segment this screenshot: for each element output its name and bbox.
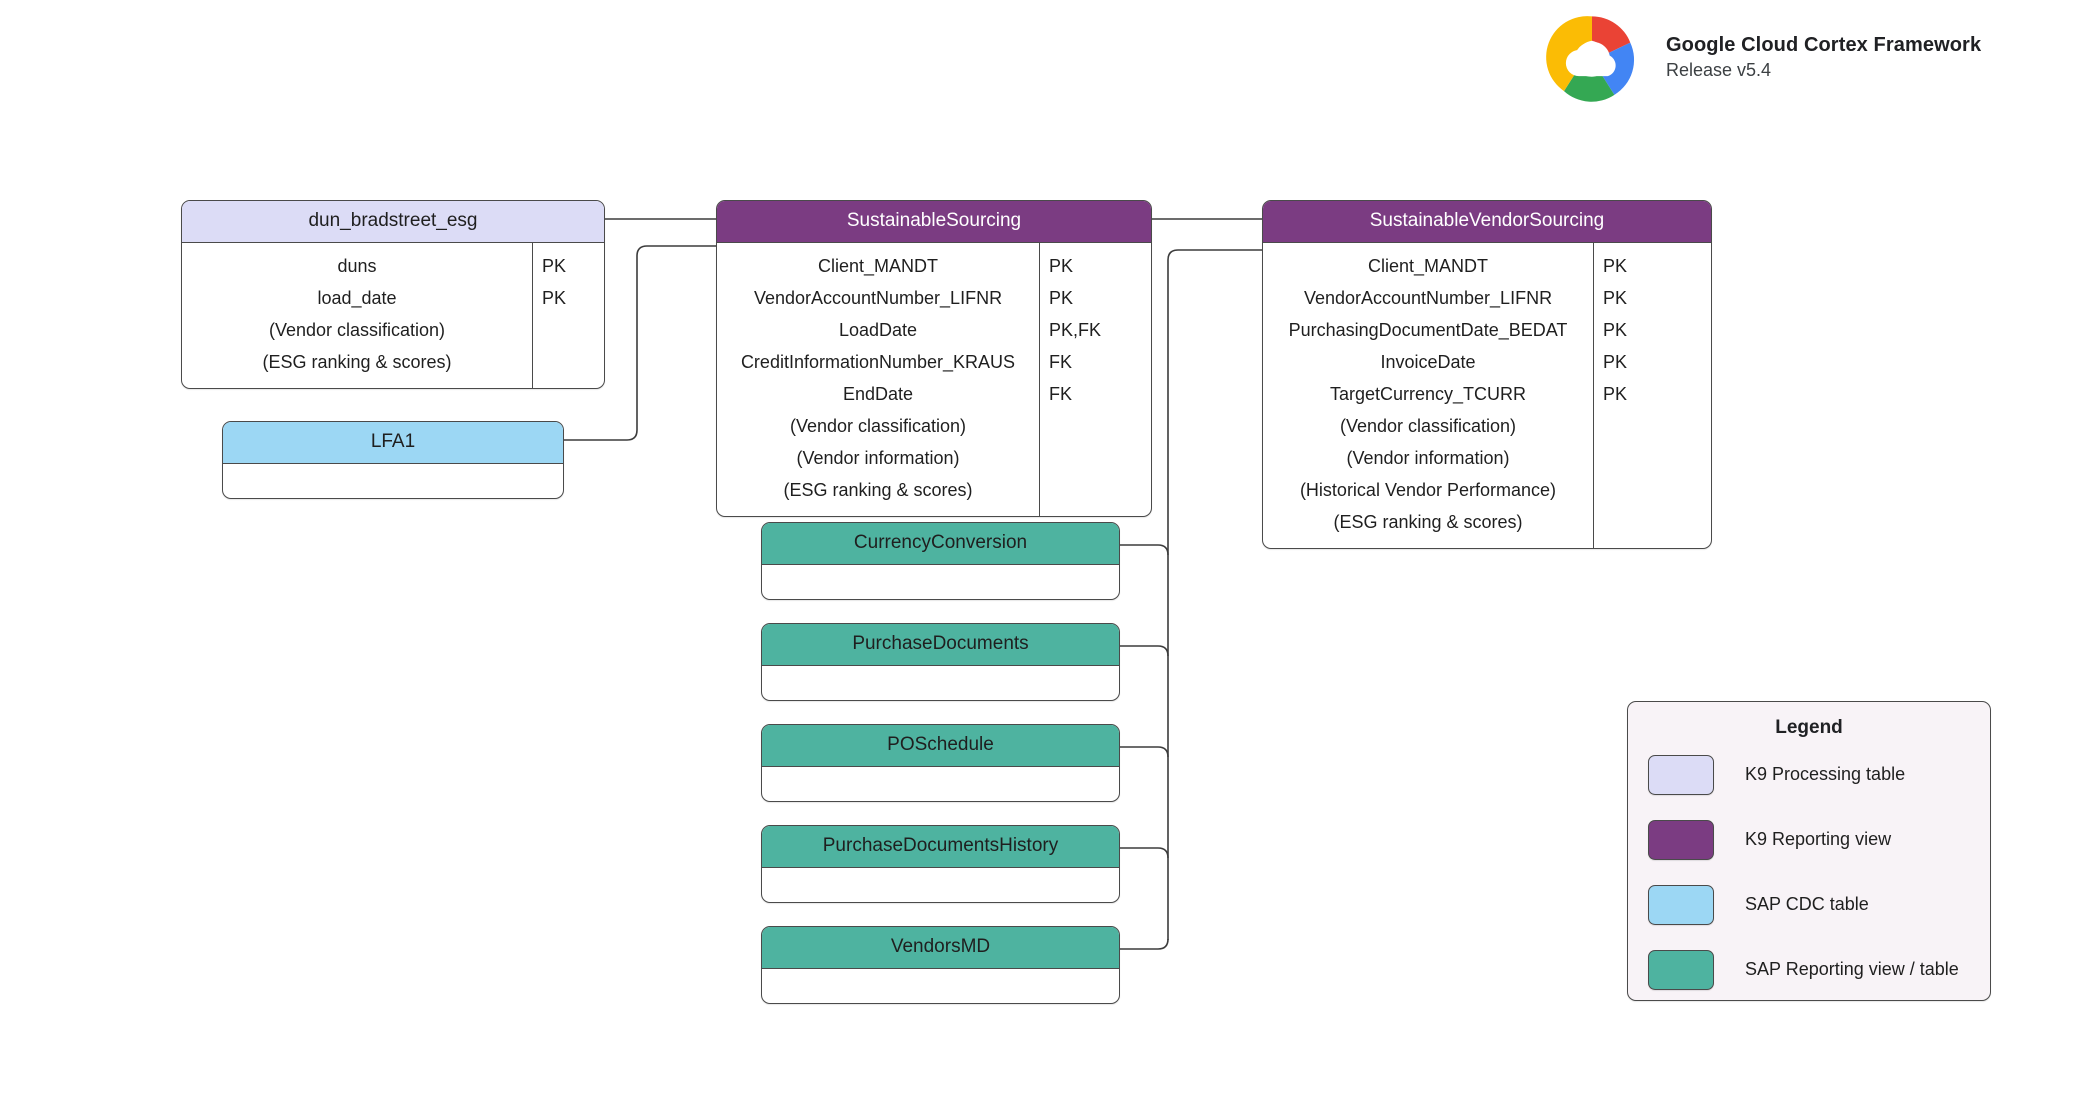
- legend-swatch: [1648, 819, 1714, 860]
- brand-header: Google Cloud Cortex Framework Release v5…: [1536, 10, 1981, 105]
- entity-title: VendorsMD: [762, 927, 1119, 969]
- field-key: PK: [1603, 320, 1628, 340]
- wire-purchasedocuments: [1120, 645, 1169, 657]
- field-name: (Historical Vendor Performance): [1299, 480, 1557, 500]
- field-name: (Vendor classification): [268, 320, 446, 340]
- legend-swatch: [1648, 884, 1714, 925]
- wire-poschedule: [1120, 746, 1169, 758]
- key-list: PK PK PK PK PK: [1593, 243, 1711, 548]
- field-name: TargetCurrency_TCURR: [1329, 384, 1527, 404]
- field-name: (Vendor information): [796, 448, 960, 468]
- entity-title: LFA1: [223, 422, 563, 464]
- field-name: (Vendor classification): [789, 416, 967, 436]
- field-name: LoadDate: [838, 320, 918, 340]
- field-key: PK: [1603, 256, 1628, 276]
- entity-empty-body: [762, 969, 1119, 1003]
- field-name: duns: [337, 256, 377, 276]
- entity-dun-bradstreet-esg[interactable]: dun_bradstreet_esg duns load_date (Vendo…: [181, 200, 605, 389]
- legend-panel: Legend K9 Processing table K9 Reporting …: [1627, 701, 1991, 1001]
- field-key: [1594, 410, 1711, 442]
- field-key: PK: [1049, 288, 1074, 308]
- entity-title: PurchaseDocuments: [762, 624, 1119, 666]
- field-key: PK: [542, 288, 567, 308]
- brand-title: Google Cloud Cortex Framework: [1666, 34, 1982, 57]
- field-key: [1594, 442, 1711, 474]
- field-key: [533, 314, 604, 346]
- entity-currency-conversion[interactable]: CurrencyConversion: [761, 522, 1120, 600]
- entity-lfa1[interactable]: LFA1: [222, 421, 564, 499]
- field-key: PK,FK: [1049, 320, 1102, 340]
- field-key: PK: [1603, 288, 1628, 308]
- field-key: [1040, 474, 1151, 506]
- entity-title: SustainableSourcing: [717, 201, 1151, 243]
- field-name: (ESG ranking & scores): [783, 480, 973, 500]
- field-name: (ESG ranking & scores): [1333, 512, 1523, 532]
- legend-label: K9 Reporting view: [1745, 829, 1892, 849]
- field-key: [1040, 442, 1151, 474]
- entity-empty-body: [223, 464, 563, 498]
- field-name: EndDate: [842, 384, 914, 404]
- entity-vendors-md[interactable]: VendorsMD: [761, 926, 1120, 1004]
- field-key: PK: [1603, 352, 1628, 372]
- entity-empty-body: [762, 868, 1119, 902]
- legend-swatch: [1648, 949, 1714, 990]
- entity-title: SustainableVendorSourcing: [1263, 201, 1711, 243]
- field-key: PK: [1603, 384, 1628, 404]
- entity-empty-body: [762, 767, 1119, 801]
- entity-empty-body: [762, 666, 1119, 700]
- entity-purchase-documents-history[interactable]: PurchaseDocumentsHistory: [761, 825, 1120, 903]
- legend-item-k9-reporting-view: K9 Reporting view: [1648, 815, 1976, 864]
- entity-sustainable-vendor-sourcing[interactable]: SustainableVendorSourcing Client_MANDT V…: [1262, 200, 1712, 549]
- field-name: Client_MANDT: [817, 256, 939, 276]
- field-list: Client_MANDT VendorAccountNumber_LIFNR L…: [717, 243, 1039, 516]
- field-name: PurchasingDocumentDate_BEDAT: [1288, 320, 1568, 340]
- legend-label: SAP CDC table: [1745, 894, 1869, 914]
- field-key: [1594, 474, 1711, 506]
- wire-vendorsmd: [1120, 938, 1169, 950]
- legend-item-sap-cdc-table: SAP CDC table: [1648, 880, 1976, 929]
- field-list: Client_MANDT VendorAccountNumber_LIFNR P…: [1263, 243, 1593, 548]
- legend-label: K9 Processing table: [1745, 764, 1906, 784]
- field-key: FK: [1049, 352, 1073, 372]
- brand-release: Release v5.4: [1666, 59, 1772, 80]
- wire-purchasedocumentshistory: [1120, 847, 1169, 859]
- legend-item-sap-reporting-view-table: SAP Reporting view / table: [1648, 945, 1976, 994]
- field-name: Client_MANDT: [1367, 256, 1489, 276]
- google-cloud-logo-icon: [1546, 16, 1635, 102]
- entity-empty-body: [762, 565, 1119, 599]
- field-key: [1040, 410, 1151, 442]
- key-list: PK PK: [532, 243, 604, 388]
- field-name: (ESG ranking & scores): [262, 352, 452, 372]
- wire-currencyconversion: [1120, 544, 1169, 556]
- field-key: FK: [1049, 384, 1073, 404]
- field-name: InvoiceDate: [1380, 352, 1476, 372]
- key-list: PK PK PK,FK FK FK: [1039, 243, 1151, 516]
- legend-swatch: [1648, 754, 1714, 795]
- field-name: (Vendor classification): [1339, 416, 1517, 436]
- field-key: [1594, 506, 1711, 538]
- field-key: PK: [542, 256, 567, 276]
- entity-sustainable-sourcing[interactable]: SustainableSourcing Client_MANDT VendorA…: [716, 200, 1152, 517]
- field-name: VendorAccountNumber_LIFNR: [1303, 288, 1553, 308]
- field-name: load_date: [317, 288, 397, 308]
- field-list: duns load_date (Vendor classification) (…: [182, 243, 532, 388]
- legend-label: SAP Reporting view / table: [1745, 959, 1959, 979]
- legend-title: Legend: [1775, 717, 1843, 738]
- field-key: [533, 346, 604, 378]
- wire-vendorsourcing-trunk: [1167, 249, 1262, 940]
- entity-po-schedule[interactable]: POSchedule: [761, 724, 1120, 802]
- field-name: VendorAccountNumber_LIFNR: [753, 288, 1003, 308]
- entity-title: CurrencyConversion: [762, 523, 1119, 565]
- entity-purchase-documents[interactable]: PurchaseDocuments: [761, 623, 1120, 701]
- field-name: (Vendor information): [1346, 448, 1510, 468]
- entity-title: dun_bradstreet_esg: [182, 201, 604, 243]
- legend-item-k9-processing-table: K9 Processing table: [1648, 750, 1976, 799]
- field-name: CreditInformationNumber_KRAUS: [740, 352, 1016, 372]
- entity-title: POSchedule: [762, 725, 1119, 767]
- field-key: PK: [1049, 256, 1074, 276]
- entity-title: PurchaseDocumentsHistory: [762, 826, 1119, 868]
